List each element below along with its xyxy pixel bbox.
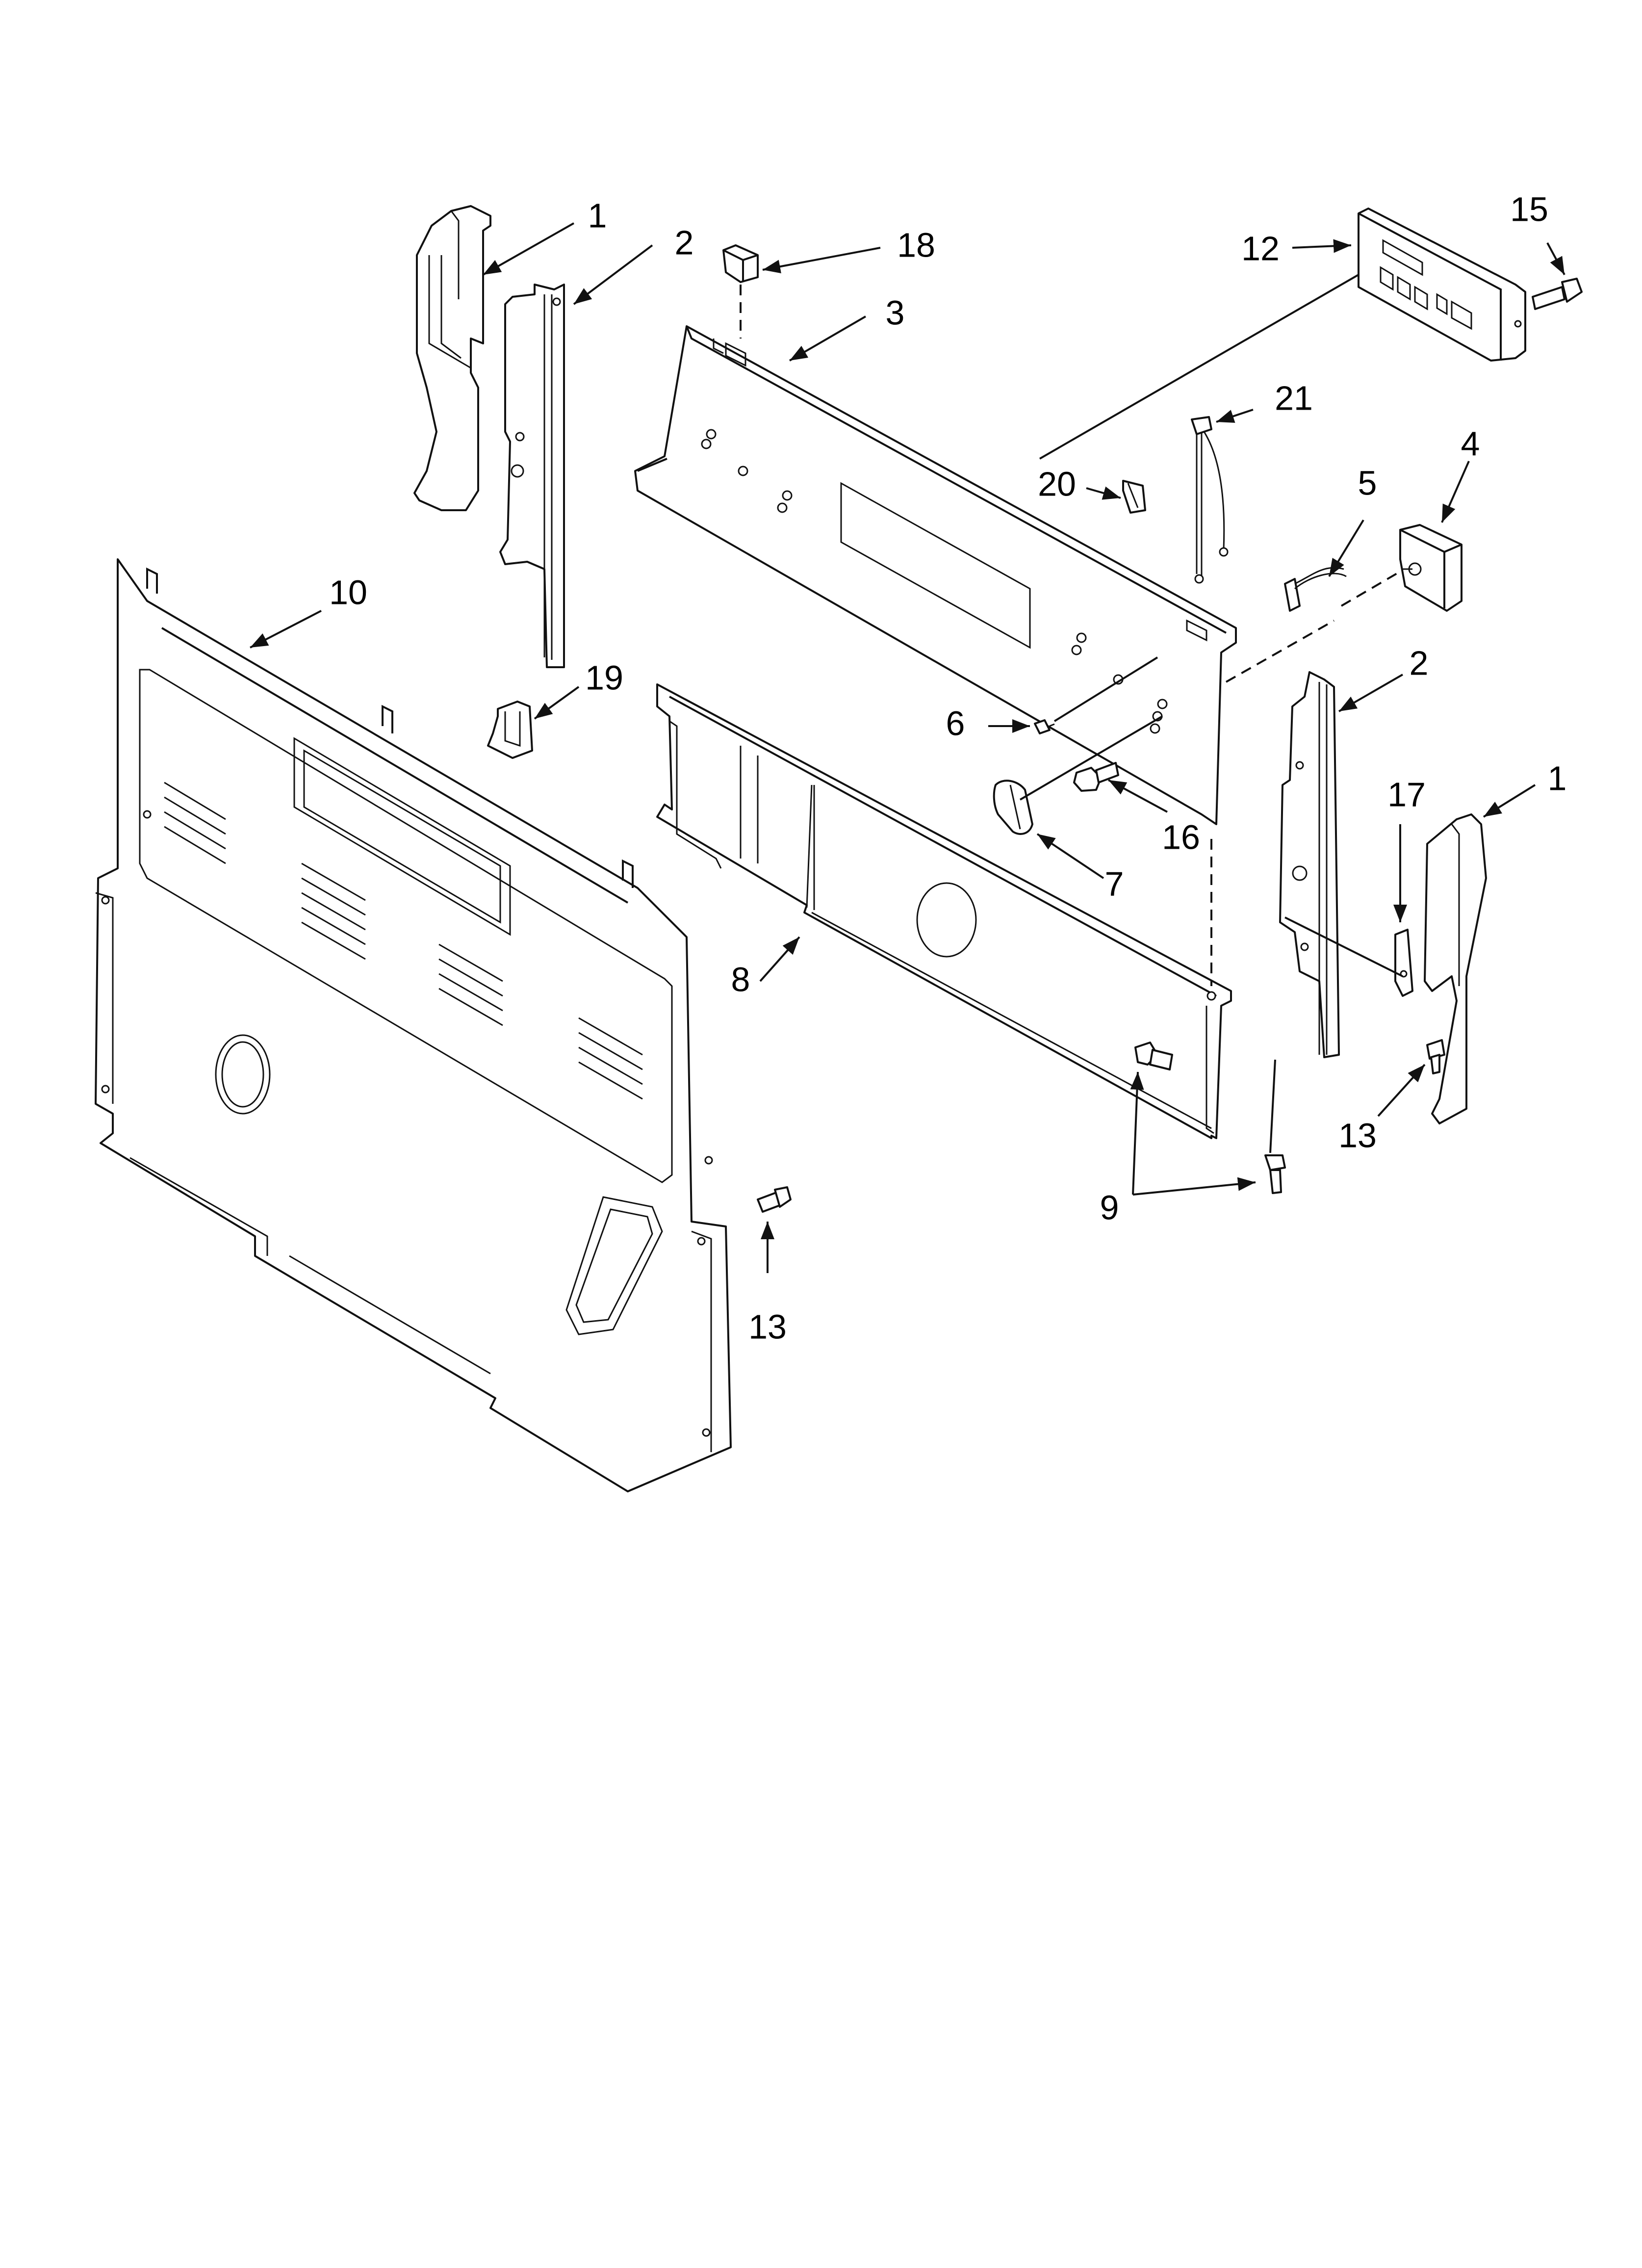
callout-5: 5 (1358, 464, 1377, 502)
leader-arrows (250, 222, 1565, 1273)
callout-6: 6 (946, 704, 965, 742)
screw-part-16 (1073, 762, 1119, 792)
switch-part-18 (722, 244, 759, 283)
bracket-part-2-right (1279, 671, 1340, 1058)
rear-panel-part-10 (95, 558, 732, 1492)
callout-13-right: 13 (1338, 1116, 1377, 1154)
screw-part-6 (1034, 719, 1055, 734)
callout-15: 15 (1510, 190, 1548, 228)
screw-part-9-a (1134, 1042, 1173, 1070)
control-panel-part-3 (634, 325, 1237, 825)
screw-part-13-right (1426, 1039, 1445, 1074)
wire-harness-part-21 (1191, 416, 1229, 584)
knob-part-7 (993, 780, 1033, 835)
callout-labels: 1 2 18 3 12 15 21 20 5 4 10 19 6 16 7 2 … (329, 190, 1566, 1346)
callout-21: 21 (1275, 379, 1313, 417)
side-trim-part-1-left (413, 205, 491, 511)
callout-2-right: 2 (1410, 644, 1429, 682)
side-trim-part-1-right (1424, 813, 1487, 1124)
screw-part-15 (1532, 278, 1583, 310)
switch-part-5 (1284, 567, 1347, 612)
callout-1-right: 1 (1548, 759, 1567, 797)
callout-10: 10 (329, 573, 367, 611)
callout-1-left: 1 (588, 196, 607, 235)
callout-18: 18 (897, 226, 935, 264)
callout-12: 12 (1241, 229, 1280, 267)
callout-9: 9 (1100, 1188, 1119, 1226)
clip-part-19 (487, 701, 533, 759)
callout-4: 4 (1461, 424, 1480, 463)
lamp-part-20 (1122, 480, 1146, 514)
callout-20: 20 (1038, 465, 1076, 503)
control-module-part-12 (1358, 208, 1526, 362)
callout-7: 7 (1105, 864, 1124, 903)
callout-19: 19 (585, 658, 623, 697)
callout-16: 16 (1162, 818, 1200, 856)
lower-panel-part-8 (656, 683, 1232, 1139)
clip-part-17 (1394, 929, 1413, 997)
callout-3: 3 (886, 293, 905, 332)
callout-17: 17 (1387, 775, 1426, 813)
assembly-lines (740, 274, 1403, 1153)
bracket-part-2-left (499, 284, 565, 668)
screw-part-13-left (757, 1186, 792, 1213)
callout-8: 8 (731, 960, 750, 998)
screw-part-9-b (1264, 1154, 1286, 1194)
callout-13-left: 13 (748, 1307, 787, 1346)
callout-2-left: 2 (675, 223, 694, 261)
timer-part-4 (1399, 524, 1462, 612)
